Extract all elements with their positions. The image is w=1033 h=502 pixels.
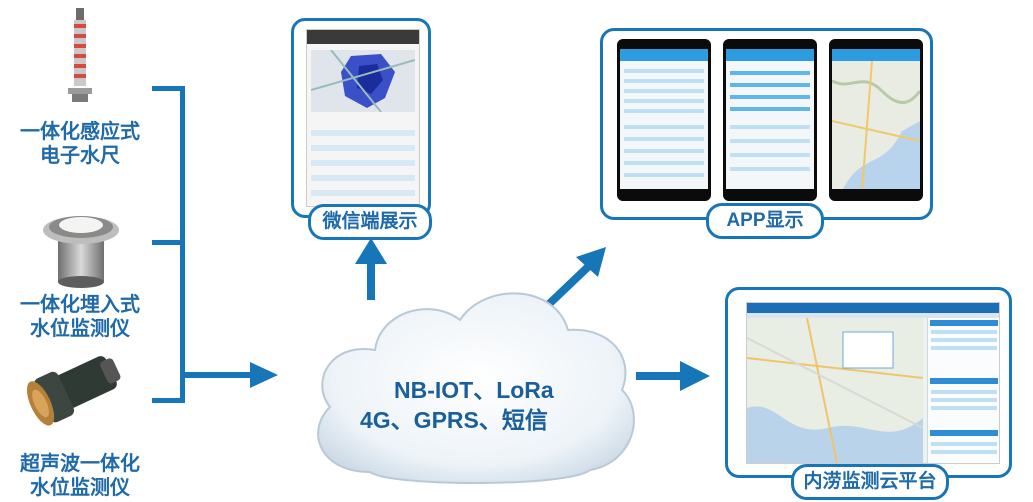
- bracket-vertical: [180, 86, 185, 403]
- wechat-screen: [306, 29, 420, 207]
- device-label-line: 一体化埋入式: [20, 294, 140, 316]
- water-level-gauge-icon: [68, 8, 92, 102]
- platform-display-frame: [725, 287, 1012, 478]
- bracket-connector: [152, 240, 184, 245]
- device-label-embedded: 一体化埋入式 水位监测仪: [5, 293, 155, 341]
- device-label-ultrasonic: 超声波一体化 水位监测仪: [5, 452, 155, 500]
- app-display-label: APP显示: [706, 203, 824, 239]
- app-phone-2: [723, 39, 817, 201]
- ultrasonic-sensor-icon: [26, 356, 121, 426]
- arrow-to-cloud-icon: [184, 362, 278, 388]
- app-phone-1: [617, 39, 711, 201]
- network-protocols-line1: NB-IOT、LoRa: [394, 377, 554, 403]
- device-label-line: 一体化感应式: [20, 121, 140, 143]
- device-label-line: 电子水尺: [40, 145, 120, 167]
- bracket-connector: [152, 398, 184, 403]
- wechat-display-label: 微信端展示: [308, 204, 432, 240]
- arrow-to-app-icon: [545, 247, 606, 308]
- app-display-frame: [600, 28, 933, 220]
- arrow-to-platform-icon: [636, 361, 710, 391]
- bracket-connector: [152, 86, 184, 91]
- device-label-line: 超声波一体化: [20, 453, 140, 475]
- platform-screen: [746, 302, 1000, 464]
- network-protocols-line2: 4G、GPRS、短信: [360, 407, 548, 433]
- device-label-line: 水位监测仪: [30, 318, 130, 340]
- embedded-sensor-icon: [43, 216, 119, 288]
- wechat-display-frame: [291, 18, 431, 218]
- arrow-to-wechat-icon: [355, 238, 387, 300]
- cloud-icon: [317, 292, 635, 484]
- platform-display-label: 内涝监测云平台: [791, 464, 949, 500]
- device-label-line: 水位监测仪: [30, 477, 130, 499]
- device-label-gauge: 一体化感应式 电子水尺: [5, 120, 155, 168]
- app-phone-3: [829, 39, 923, 201]
